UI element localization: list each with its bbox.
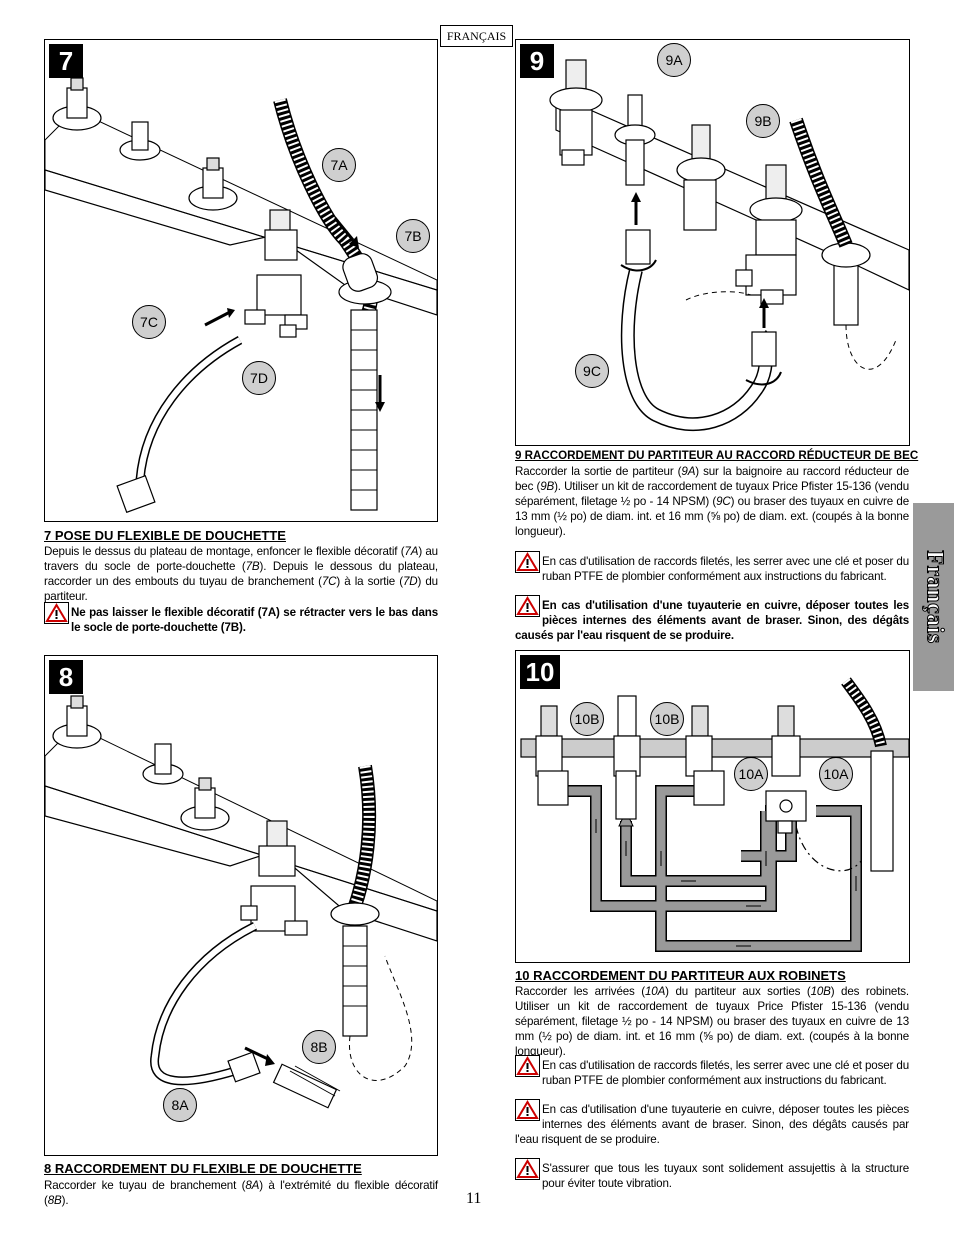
callout-10b-right: 10B (650, 702, 684, 736)
callout-8a: 8A (163, 1088, 197, 1122)
warning-icon (515, 1099, 540, 1121)
step-9-drawing (549, 59, 909, 432)
step-9-warning-1: En cas d'utilisation de raccords filetés… (515, 551, 909, 584)
warning-icon (515, 1158, 540, 1180)
callout-8b: 8B (302, 1030, 336, 1064)
step-10-warning-1: En cas d'utilisation de raccords filetés… (515, 1055, 909, 1088)
step-8-title: 8 RACCORDEMENT DU FLEXIBLE DE DOUCHETTE (44, 1161, 362, 1176)
step-7-body: Depuis le dessus du plateau de montage, … (44, 545, 438, 603)
language-tag: FRANÇAIS (440, 25, 513, 47)
step-7-number: 7 (49, 44, 83, 78)
callout-9c: 9C (575, 354, 609, 388)
step-9-warning-2: En cas d'utilisation d'une tuyauterie en… (515, 595, 909, 643)
step-8-drawing (45, 695, 437, 1109)
step-7-illustration: 7 7A 7B 7C 7D (44, 39, 438, 522)
step-10-drawing (520, 677, 909, 952)
callout-7b: 7B (396, 219, 430, 253)
step-10-body: Raccorder les arrivées (10A) du partiteu… (515, 985, 909, 1058)
page-number: 11 (466, 1190, 482, 1207)
callout-9a: 9A (657, 43, 691, 77)
callout-7a: 7A (322, 148, 356, 182)
side-tab-label: Français (921, 550, 948, 644)
step-9-title: 9 RACCORDEMENT DU PARTITEUR AU RACCORD R… (515, 449, 919, 462)
step-10-number: 10 (520, 655, 560, 689)
step-8-illustration: 8 8A 8B (44, 655, 438, 1156)
step-9-body: Raccorder la sortie de partiteur (9A) su… (515, 465, 909, 538)
callout-10a-left: 10A (734, 757, 768, 791)
warning-icon (44, 602, 69, 624)
warning-icon (515, 551, 540, 573)
step-10-illustration: 10 10B 10B 10A 10A (515, 650, 910, 963)
step-7-warning: Ne pas laisser le flexible décoratif (7A… (44, 602, 438, 635)
callout-10a-right: 10A (819, 757, 853, 791)
step-7-title: 7 POSE DU FLEXIBLE DE DOUCHETTE (44, 528, 286, 543)
step-10-title: 10 RACCORDEMENT DU PARTITEUR AUX ROBINET… (515, 968, 846, 983)
step-10-warning-3: S'assurer que tous les tuyaux sont solid… (515, 1158, 909, 1191)
step-9-illustration: 9 9A 9B 9C (515, 39, 910, 446)
callout-7c: 7C (132, 305, 166, 339)
step-8-body: Raccorder ke tuyau de branchement (8A) à… (44, 1179, 438, 1207)
callout-10b-left: 10B (570, 702, 604, 736)
step-7-drawing (45, 77, 437, 514)
callout-9b: 9B (746, 104, 780, 138)
step-8-number: 8 (49, 660, 83, 694)
step-9-number: 9 (520, 44, 554, 78)
callout-7d: 7D (242, 361, 276, 395)
warning-icon (515, 595, 540, 617)
warning-icon (515, 1055, 540, 1077)
step-10-warning-2: En cas d'utilisation d'une tuyauterie en… (515, 1099, 909, 1147)
language-side-tab: Français (913, 503, 954, 691)
